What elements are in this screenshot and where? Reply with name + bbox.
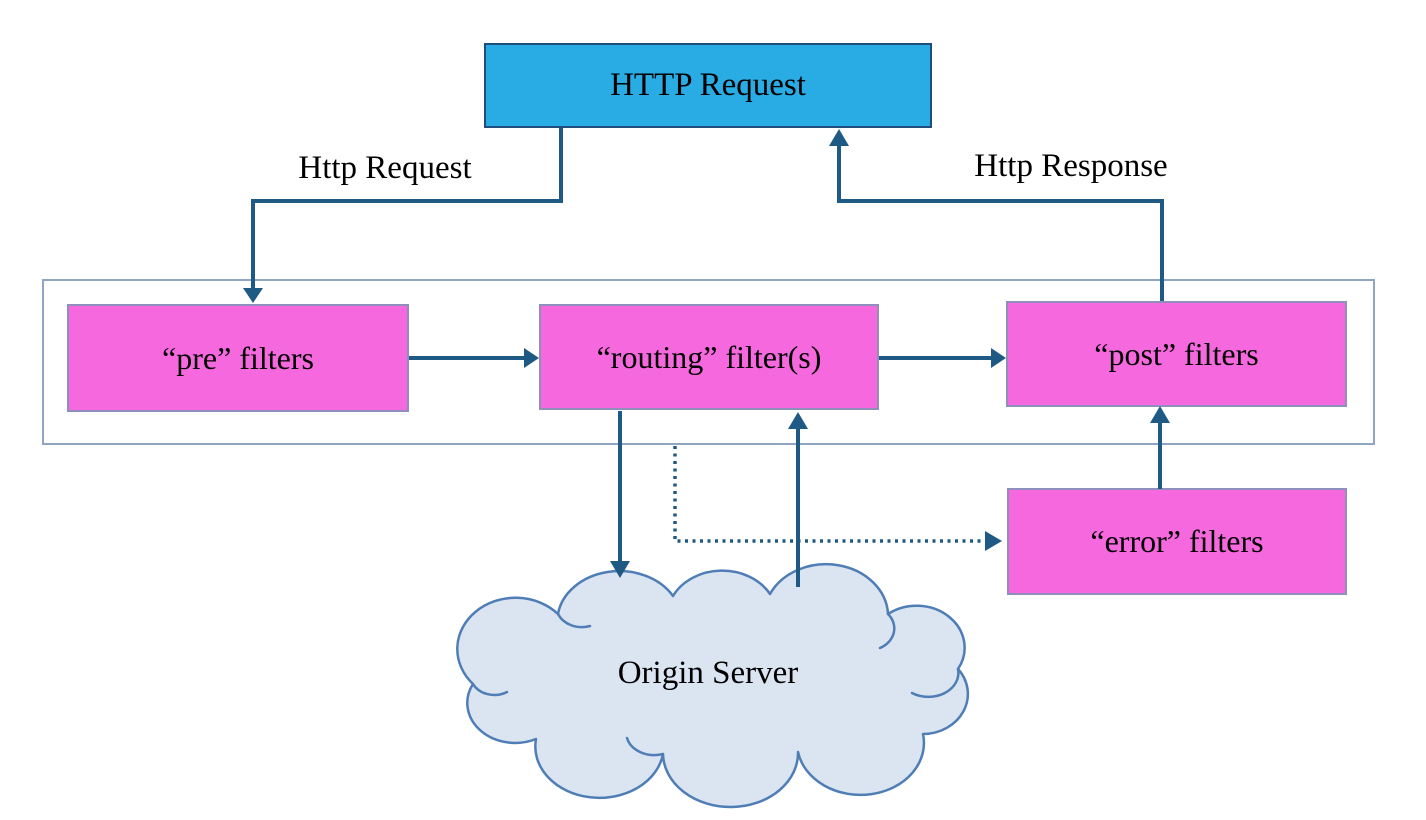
post-filters-node: “post” filters [1006, 301, 1347, 407]
cloud-curl-bottom [625, 736, 665, 757]
error-filters-label: “error” filters [1090, 523, 1264, 559]
response-arrowhead [829, 129, 849, 146]
routing-to-error-dotted-line [673, 446, 985, 543]
cloud-curl-left [471, 682, 509, 697]
http-request-edge-label: Http Request [298, 150, 472, 186]
http-response-edge-label: Http Response [974, 148, 1168, 184]
routing-filters-node: “routing” filter(s) [539, 304, 879, 410]
cloud-curl-right [910, 667, 960, 699]
filter-chain-boundary [42, 279, 1375, 445]
http-request-node: HTTP Request [484, 43, 932, 128]
pre-filters-label: “pre” filters [162, 339, 314, 376]
post-filters-label: “post” filters [1094, 335, 1259, 372]
routing-filters-label: “routing” filter(s) [596, 338, 822, 375]
cloud-curl-top-left [556, 612, 592, 629]
routing-to-error-arrowhead [985, 531, 1002, 551]
origin-server-label: Origin Server [617, 655, 799, 691]
cloud-curl-top-right [878, 612, 896, 650]
pre-filters-node: “pre” filters [67, 304, 409, 412]
error-filters-node: “error” filters [1007, 488, 1347, 595]
http-request-label: HTTP Request [610, 67, 806, 103]
